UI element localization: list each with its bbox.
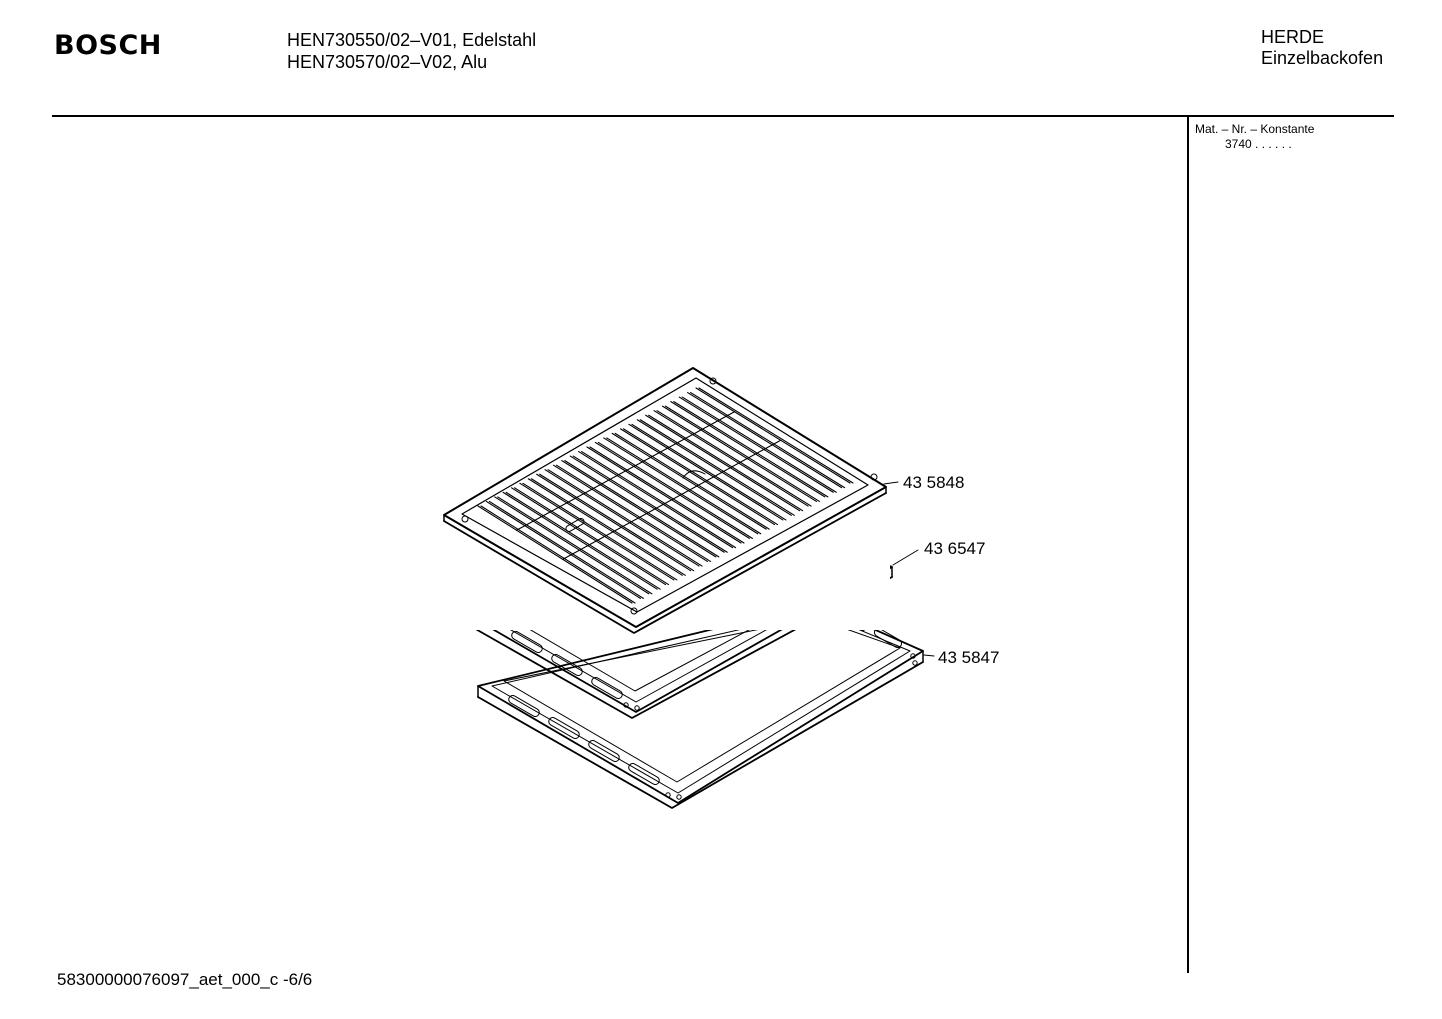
rack-cross-wire [562, 439, 782, 560]
rack-bar [527, 478, 683, 576]
rack-bar [614, 432, 770, 530]
rack-bar [564, 460, 720, 558]
material-panel: Mat. – Nr. – Konstante 3740 . . . . . . [1195, 122, 1314, 152]
rack-bar [603, 437, 759, 535]
rack-bar [681, 396, 837, 493]
model-info: HEN730550/02–V01, Edelstahl HEN730570/02… [287, 29, 536, 73]
rack-bar [636, 419, 792, 516]
rack-bar [561, 460, 717, 558]
rack-bar [519, 482, 675, 581]
rack-bar [611, 432, 767, 530]
part-number-label: 43 5847 [938, 648, 999, 667]
rack-bar [544, 469, 700, 567]
rack-bar [631, 423, 787, 521]
rack-bar [673, 401, 829, 498]
category-line-1: HERDE [1261, 27, 1325, 47]
rack-bar [648, 414, 804, 512]
rack-bar [510, 487, 667, 586]
rack-bar [497, 496, 653, 595]
leader-line [892, 549, 919, 566]
rack-bar [670, 401, 826, 498]
rack-bar [594, 441, 750, 539]
rack-bar [547, 469, 703, 567]
category-info: HERDE Einzelbackofen [1261, 27, 1383, 69]
rack-bar [597, 441, 753, 539]
rack-bar [505, 491, 661, 590]
rack-bar [488, 500, 644, 599]
leader-line [923, 654, 935, 657]
brand-logo: BOSCH [54, 30, 162, 61]
rack-bar [572, 455, 728, 553]
rack-bar [539, 473, 695, 572]
rack-bars [477, 387, 854, 604]
category-line-2: Einzelbackofen [1261, 48, 1384, 68]
part-number-label: 43 5848 [903, 473, 964, 492]
rack-bar [480, 505, 636, 604]
model-line-1: HEN730550/02–V01, Edelstahl [287, 30, 537, 50]
rack-bar [622, 428, 779, 526]
rack-bar [555, 464, 712, 563]
model-line-2: HEN730570/02–V02, Alu [287, 52, 488, 72]
rack-bar [653, 410, 809, 507]
rack-bar [485, 500, 641, 599]
rack-bar [664, 405, 821, 503]
rack-bar [586, 446, 742, 544]
rack-bar [619, 428, 776, 526]
rack-bar [695, 387, 851, 484]
rack-bar [628, 423, 784, 521]
roasting-pan [477, 603, 924, 809]
rack-bar [645, 414, 801, 512]
side-panel-divider [1187, 116, 1189, 973]
rack-bar [552, 464, 709, 563]
rack-bar [569, 455, 725, 553]
rack-bar [589, 446, 745, 544]
rack-bar [513, 487, 670, 586]
material-code: 3740 . . . . . . [1225, 137, 1292, 151]
rack-bar [606, 437, 762, 535]
rack-bar [698, 387, 854, 484]
rack-bar [536, 473, 692, 572]
leader-line [883, 481, 899, 485]
rack-bar [578, 450, 734, 549]
rack-bar [690, 391, 846, 489]
rack-bar [502, 491, 658, 590]
grill-rack [440, 365, 890, 634]
rack-bar [639, 419, 795, 516]
header-divider [52, 115, 1394, 117]
rack-bar [656, 410, 812, 507]
rack-cross-wire [515, 411, 736, 531]
rack-bar [678, 396, 834, 493]
document-id: 58300000076097_aet_000_c -6/6 [57, 970, 313, 989]
rack-bar [661, 405, 818, 503]
material-label: Mat. – Nr. – Konstante [1195, 122, 1315, 136]
rack-bar [581, 450, 737, 549]
rack-bar [522, 482, 678, 581]
rack-bar [530, 478, 686, 576]
rack-bar [687, 391, 843, 489]
rack-bar [477, 505, 633, 604]
rack-bar [494, 496, 650, 595]
part-number-label: 43 6547 [924, 539, 985, 558]
